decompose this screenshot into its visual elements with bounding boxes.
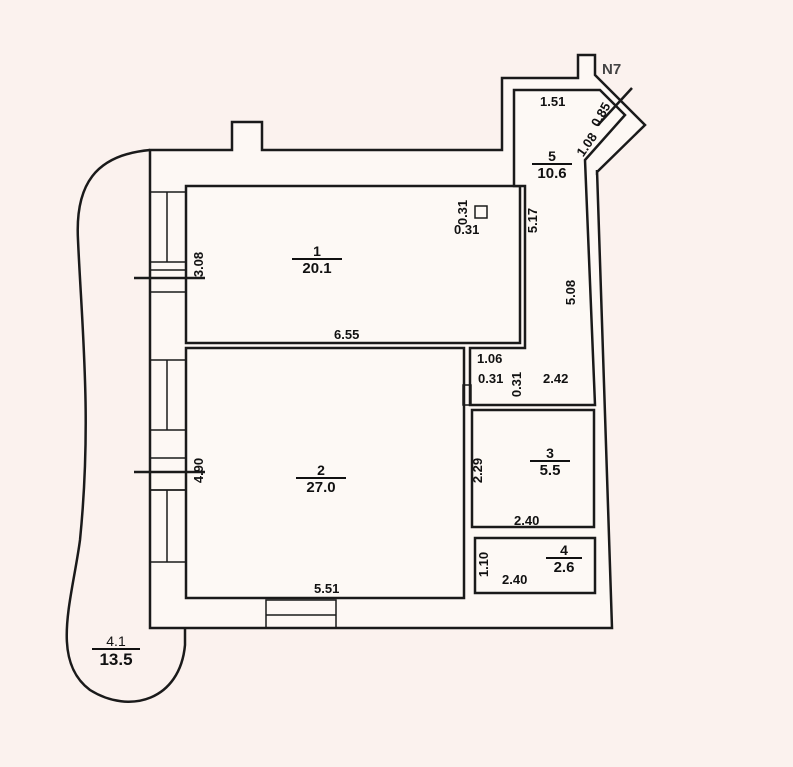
dim-room3-height: 2.29: [470, 457, 486, 484]
room-2-label: 2 27.0: [296, 463, 346, 495]
balcony-label: 4.1 13.5: [92, 634, 140, 668]
window-left-top: [134, 191, 205, 293]
room-3-outline: [470, 408, 596, 529]
dim-niche-depth-a: 0.31: [478, 371, 504, 386]
room-3-label: 3 5.5: [530, 446, 570, 478]
dim-room5-side-a: 5.17: [525, 207, 541, 234]
north-marker: N7: [602, 61, 622, 78]
dim-hall-width: 2.42: [543, 371, 569, 386]
north-arrow: [597, 87, 633, 126]
dim-column-b: 0.31: [454, 222, 480, 237]
room-5-label: 5 10.6: [532, 149, 572, 181]
room-1-number: 1: [313, 243, 321, 259]
window-left-bottom: [134, 359, 205, 563]
room-3-number: 3: [546, 445, 554, 461]
dim-room2-height: 4.90: [191, 457, 207, 484]
column-marker: [474, 205, 488, 219]
niche-outline: [462, 384, 472, 406]
dim-room1-width: 6.55: [334, 327, 360, 342]
balcony-outline: [65, 148, 187, 703]
dim-niche-depth-b: 0.31: [509, 371, 525, 398]
window-bottom: [265, 599, 337, 629]
room-2-area: 27.0: [296, 477, 346, 495]
dim-room5-side-b: 5.08: [563, 279, 579, 306]
balcony-number: 4.1: [106, 633, 126, 649]
room-4-label: 4 2.6: [546, 543, 582, 575]
room-4-area: 2.6: [546, 557, 582, 575]
room-1-outline: [184, 184, 522, 345]
room-4-number: 4: [560, 542, 568, 558]
room-1-label: 1 20.1: [292, 244, 342, 276]
room-3-area: 5.5: [530, 460, 570, 478]
dim-room2-width: 5.51: [314, 581, 340, 596]
room-5-area: 10.6: [532, 163, 572, 181]
room-1-area: 20.1: [292, 258, 342, 276]
dim-niche-width: 1.06: [477, 351, 503, 366]
room-4-outline: [473, 536, 597, 595]
dim-room4-height: 1.10: [476, 551, 492, 578]
dim-room3-width: 2.40: [514, 513, 540, 528]
balcony-area: 13.5: [92, 648, 140, 668]
dim-room1-height: 3.08: [191, 251, 207, 278]
dim-room4-width: 2.40: [502, 572, 528, 587]
dim-room5-top: 1.51: [540, 94, 566, 109]
room-5-number: 5: [548, 148, 556, 164]
room-2-number: 2: [317, 462, 325, 478]
